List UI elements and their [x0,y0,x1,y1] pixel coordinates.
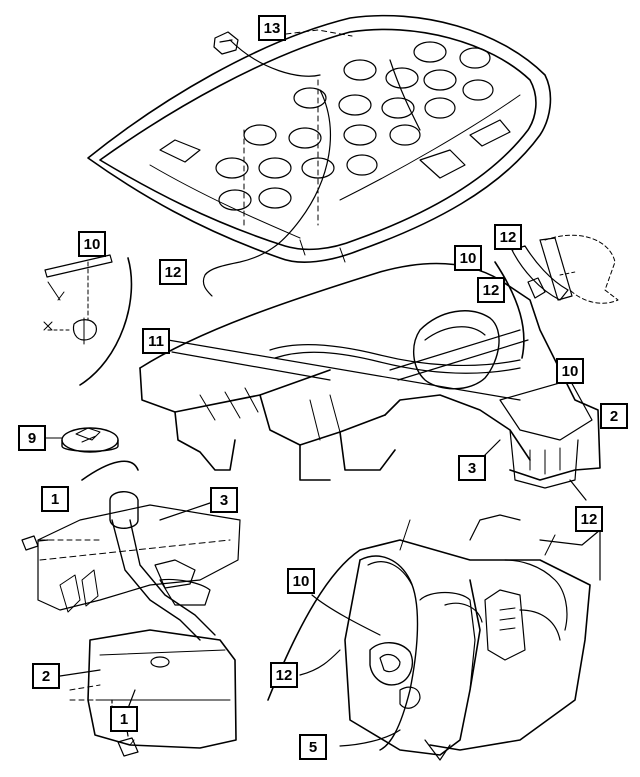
callout-12-installed: 12 [270,662,298,688]
hood-panel [87,14,552,263]
callout-12-engine-bay: 12 [575,506,603,532]
washer-reservoir-cap [41,427,119,453]
callout-13: 13 [258,15,286,41]
detail-circle-bottom [81,460,139,481]
detail-circle-left [43,254,133,386]
callout-11: 11 [142,328,170,354]
callout-3-engine-bay: 3 [458,455,486,481]
callout-5: 5 [299,734,327,760]
leader-lines-bottom-right [299,594,401,747]
callout-3-reservoir: 3 [210,487,238,513]
callout-10-installed: 10 [287,568,315,594]
leader-lines-middle [167,339,587,501]
callout-12-right-detail-top: 12 [494,224,522,250]
callout-10-right-detail: 10 [454,245,482,271]
callout-12-right-detail: 12 [477,277,505,303]
callout-2-reservoir: 2 [32,663,60,689]
callout-9: 9 [18,425,46,451]
callout-1-bolt-top: 1 [41,486,69,512]
callout-10-engine-bay: 10 [556,358,584,384]
leader-lines-hood [243,29,353,226]
detail-circle-right [494,234,619,359]
washer-nozzle [213,31,239,55]
callout-2-engine-bay: 2 [600,403,628,429]
washer-reservoir-assembly [37,491,241,749]
bolt-top [21,535,49,551]
callout-1-bolt-bottom: 1 [110,706,138,732]
hood-washer-hose [202,39,421,297]
callout-12-hood-hose: 12 [159,259,187,285]
callout-10-left-detail: 10 [78,231,106,257]
engine-bay-structure [139,262,601,489]
reservoir-installed-view [267,514,601,761]
